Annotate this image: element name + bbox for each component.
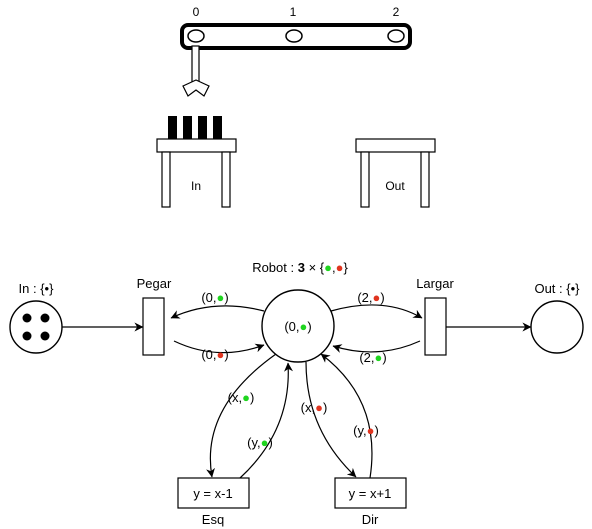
robot-gripper <box>182 79 210 97</box>
table-in-label: In <box>191 179 201 193</box>
conveyor-illustration: 0 1 2 <box>180 5 412 50</box>
robot-arm-shaft <box>191 45 200 83</box>
arc-robot-to-largar <box>330 304 423 319</box>
block-2 <box>183 116 192 139</box>
place-robot-circle <box>261 289 335 363</box>
arc-robot-to-dir <box>305 361 357 478</box>
arc-label-esq-robot: (y,●) <box>247 435 273 450</box>
place-in: In : {•} <box>9 281 63 354</box>
transition-largar: Largar <box>416 276 454 356</box>
block-3 <box>198 116 207 139</box>
transition-dir-box <box>334 477 407 509</box>
block-4 <box>213 116 222 139</box>
token <box>40 331 50 341</box>
conveyor-pulley-2 <box>387 29 405 43</box>
transition-esq-label: Esq <box>202 512 224 527</box>
token <box>22 331 32 341</box>
token <box>40 313 50 323</box>
place-out-label: Out : {•} <box>534 281 580 296</box>
table-out-leg-left <box>360 151 370 208</box>
transition-esq-box <box>177 477 250 509</box>
transition-pegar-label: Pegar <box>137 276 172 291</box>
table-in-leg-right <box>221 151 231 208</box>
arc-dir-to-robot <box>320 353 373 479</box>
arc-label-robot-esq: (x,●) <box>228 390 255 405</box>
conveyor-tick-1: 1 <box>290 5 297 19</box>
arc-label-largar-robot: (2,●) <box>359 350 386 365</box>
transition-dir-guard: y = x+1 <box>349 486 392 501</box>
table-out-illustration: Out <box>355 138 436 208</box>
transition-pegar-box <box>142 297 165 356</box>
arc-pegar-to-robot <box>173 340 265 354</box>
table-out-top <box>355 138 436 153</box>
conveyor-tick-2: 2 <box>393 5 400 19</box>
table-out-leg-right <box>420 151 430 208</box>
transition-dir: y = x+1 Dir <box>334 477 407 527</box>
conveyor-pulley-0 <box>187 29 205 43</box>
place-robot: Robot : 3 × {●,●} (0,●) <box>252 260 348 363</box>
place-in-circle <box>9 300 63 354</box>
arc-label-dir-robot: (y,●) <box>353 423 379 438</box>
robot-arm-illustration <box>182 45 210 97</box>
transition-dir-label: Dir <box>362 512 379 527</box>
conveyor-tick-0: 0 <box>193 5 200 19</box>
token <box>22 313 32 323</box>
table-in-top <box>156 138 237 153</box>
arc-robot-to-pegar <box>170 305 265 319</box>
table-in-illustration: In <box>156 116 237 208</box>
arc-label-robot-largar: (2,●) <box>357 290 384 305</box>
table-out-label: Out <box>385 179 405 193</box>
transition-esq: y = x-1 Esq <box>177 477 250 527</box>
place-out: Out : {•} <box>530 281 584 354</box>
arc-label-robot-dir: (x,●) <box>301 400 328 415</box>
arc-esq-to-robot <box>239 362 293 479</box>
table-in-leg-left <box>161 151 171 208</box>
robot-type-label: Robot : 3 × {●,●} <box>252 260 348 275</box>
arc-robot-to-esq <box>206 353 277 478</box>
transition-largar-label: Largar <box>416 276 454 291</box>
arc-label-pegar-robot: (0,●) <box>201 347 228 362</box>
place-in-label: In : {•} <box>19 281 55 296</box>
transition-largar-box <box>424 297 447 356</box>
arc-largar-to-robot <box>332 340 421 353</box>
arc-label-robot-pegar: (0,●) <box>201 290 228 305</box>
robot-marking: (0,●) <box>284 319 311 334</box>
transition-pegar: Pegar <box>137 276 172 356</box>
place-out-circle <box>530 300 584 354</box>
transition-esq-guard: y = x-1 <box>193 486 232 501</box>
conveyor-pulley-1 <box>285 29 303 43</box>
block-1 <box>168 116 177 139</box>
